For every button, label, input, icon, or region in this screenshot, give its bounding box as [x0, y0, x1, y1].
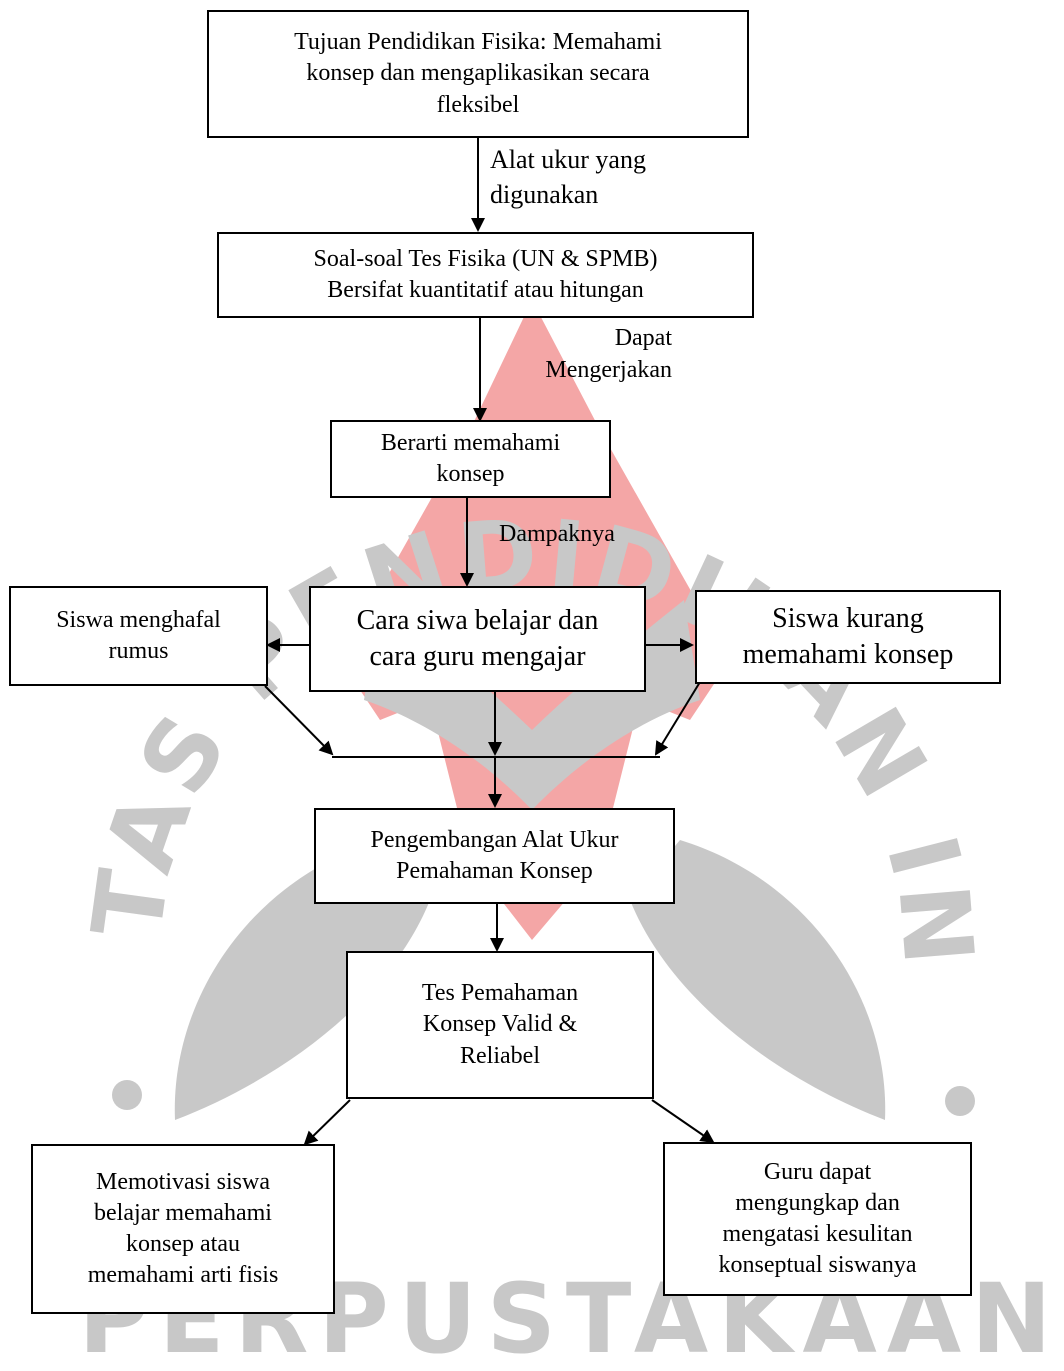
edge-label-measurement-tool: Alat ukur yang digunakan [490, 145, 646, 210]
node-physics-education-goal: Tujuan Pendidikan Fisika: Memahami konse… [207, 10, 749, 138]
node-motivate-students: Memotivasi siswa belajar memahami konsep… [31, 1144, 335, 1314]
edge-label-impact: Dampaknya [499, 521, 615, 547]
watermark-leaf-left [174, 840, 430, 1120]
node-valid-reliable-test: Tes Pemahaman Konsep Valid & Reliabel [346, 951, 654, 1099]
node-physics-test-questions: Soal-soal Tes Fisika (UN & SPMB) Bersifa… [217, 232, 754, 318]
node-students-memorize-formulas: Siswa menghafal rumus [9, 586, 268, 686]
arrow-valid-to-teacher [651, 1099, 715, 1144]
node-develop-measurement-tool: Pengembangan Alat Ukur Pemahaman Konsep [314, 808, 675, 904]
arrow-valid-to-motivate [303, 1099, 351, 1146]
node-learning-teaching-way: Cara siwa belajar dan cara guru mengajar [309, 586, 646, 692]
node-teacher-reveal-difficulties: Guru dapat mengungkap dan mengatasi kesu… [663, 1142, 972, 1296]
watermark-dot-right [945, 1086, 975, 1116]
watermark-dot-left [112, 1080, 142, 1110]
node-students-lack-understanding: Siswa kurang memahami konsep [695, 590, 1001, 684]
arrow-lacking-to-junction [654, 681, 701, 756]
node-understand-concept: Berarti memahami konsep [330, 420, 611, 498]
watermark-leaf-right [630, 840, 886, 1120]
edge-label-can-do: Dapat Mengerjakan [545, 325, 672, 384]
arrow-memorize-to-junction [264, 685, 334, 756]
